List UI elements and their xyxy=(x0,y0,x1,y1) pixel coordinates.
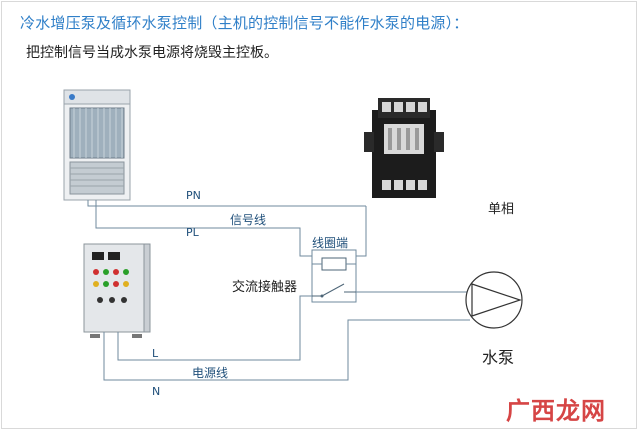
page-subtitle: 把控制信号当成水泵电源将烧毁主控板。 xyxy=(26,45,278,61)
watermark: 广西龙网 xyxy=(506,397,606,425)
label-n: N xyxy=(152,385,161,398)
label-coil-terminal: 线圈端 xyxy=(312,236,349,250)
page-title: 冷水增压泵及循环水泵控制（主机的控制信号不能作水泵的电源）： xyxy=(20,14,469,32)
chiller-unit xyxy=(63,89,131,201)
pump-symbol xyxy=(465,271,523,329)
label-pn: PN xyxy=(186,189,201,202)
control-cabinet xyxy=(83,243,151,338)
wire-l xyxy=(117,295,312,361)
contactor-device xyxy=(364,98,444,198)
wire-signal-return xyxy=(356,206,367,257)
wires xyxy=(87,200,470,381)
wire-n xyxy=(103,319,470,381)
wire-pl xyxy=(95,200,312,257)
label-power-line: 电源线 xyxy=(192,366,229,380)
wire-pn xyxy=(87,200,366,207)
label-water-pump: 水泵 xyxy=(482,348,515,367)
contactor-schematic xyxy=(311,249,357,303)
label-pl: PL xyxy=(186,226,199,239)
label-single-phase: 单相 xyxy=(488,202,515,217)
label-ac-contactor: 交流接触器 xyxy=(232,280,298,295)
label-l: L xyxy=(152,347,159,360)
label-signal-line: 信号线 xyxy=(230,213,267,227)
